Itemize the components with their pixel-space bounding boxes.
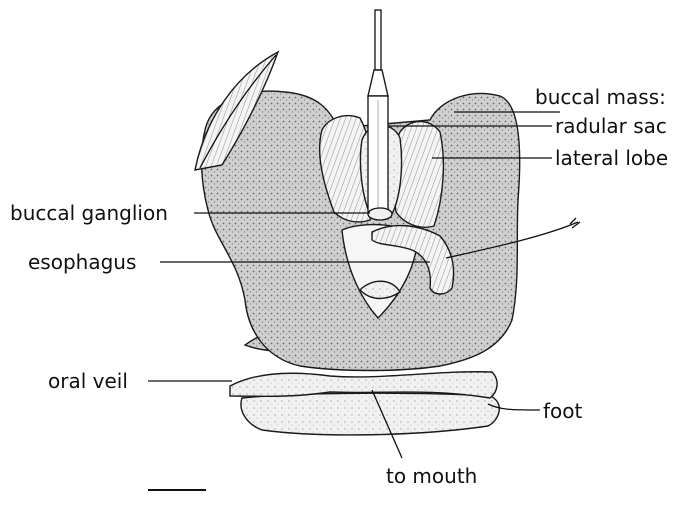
label-foot: foot <box>543 399 583 423</box>
label-lateral-lobe: lateral lobe <box>555 146 668 170</box>
label-oral-veil: oral veil <box>48 369 128 393</box>
cannula-tube <box>375 10 381 70</box>
label-buccal-ganglion: buccal ganglion <box>10 201 168 225</box>
label-esophagus: esophagus <box>28 250 136 274</box>
label-to-mouth: to mouth <box>386 464 477 488</box>
label-radular-sac: radular sac <box>555 114 667 138</box>
label-buccal-mass: buccal mass: <box>535 85 666 109</box>
buccal-ganglion-shape <box>368 208 392 220</box>
foot-shape <box>241 393 499 435</box>
cannula-taper <box>368 70 388 96</box>
